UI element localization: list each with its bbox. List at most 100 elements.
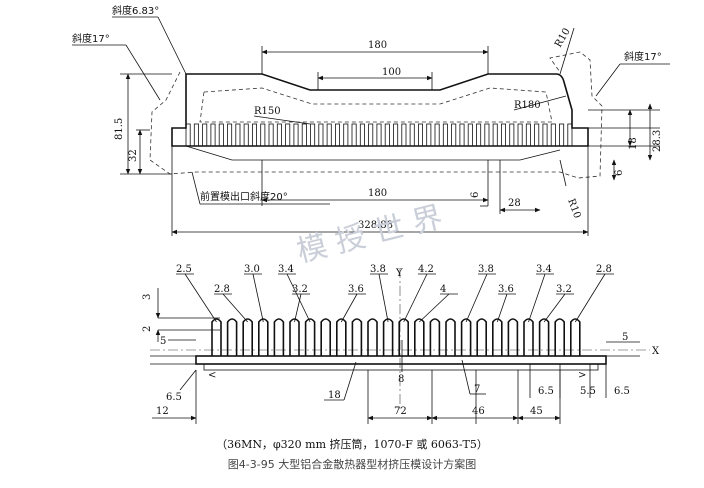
fin-leader: [286, 273, 311, 323]
upper-fin: [285, 123, 291, 147]
upper-fin: [559, 123, 565, 147]
lower-fin: [492, 318, 503, 356]
dim-lower-6-5-left: 6.5: [166, 392, 182, 403]
side-mark-right: >: [578, 370, 586, 381]
upper-view: 180 100 斜度6.83° 斜度17° 斜度17° R10 R150 R18…: [72, 4, 670, 236]
fin-thickness-label: 3.8: [370, 264, 386, 275]
dim-left-81-5: 81.5: [114, 118, 125, 140]
upper-fin: [235, 123, 241, 147]
lower-fin: [414, 318, 425, 356]
dim-lower-6-5-mid: 6.5: [538, 386, 554, 397]
upper-fin: [368, 123, 374, 147]
upper-fin: [426, 123, 432, 147]
lower-chamfer: [185, 145, 561, 161]
watermark: 模 授 世 界: [293, 200, 446, 270]
fin-leader: [378, 273, 389, 323]
fin-thickness-label: 3.6: [348, 284, 364, 295]
fin-thickness-label: 3.2: [292, 284, 308, 295]
upper-fin: [326, 123, 332, 147]
dim-lower-18: 18: [328, 390, 341, 401]
upper-fin: [218, 123, 224, 147]
die-opening-outline: [149, 51, 603, 179]
upper-fin: [310, 123, 316, 147]
dim-top-180: 180: [368, 40, 387, 51]
fin-thickness-label: 2.8: [214, 284, 230, 295]
upper-fin: [276, 123, 282, 147]
fin-thickness-label: 2.5: [176, 264, 192, 275]
lower-fin: [258, 318, 269, 356]
fin-leader: [340, 293, 358, 323]
upper-fin: [409, 123, 415, 147]
upper-fin: [268, 123, 274, 147]
lower-fins: [211, 318, 581, 356]
dim-lower-5-right: 5: [622, 332, 628, 343]
dim-lower-7: 7: [474, 384, 480, 395]
dim-right-18: 18: [628, 137, 639, 150]
upper-fin: [202, 123, 208, 147]
upper-fin: [417, 123, 423, 147]
dim-right-28-3: 28.3: [652, 130, 663, 152]
figure-caption: 图4-3-95 大型铝合金散热器型材挤压模设计方案图: [227, 458, 477, 471]
lower-fin: [507, 318, 519, 356]
upper-fin: [542, 123, 548, 147]
dim-left-32: 32: [128, 149, 139, 162]
upper-fin: [476, 123, 482, 147]
upper-fin: [301, 123, 307, 147]
lower-fin: [336, 318, 347, 356]
lower-fin: [320, 318, 331, 356]
dim-r10-top: R10: [553, 26, 573, 49]
upper-fin: [550, 123, 556, 147]
axis-label-y: Y: [395, 268, 403, 279]
fin-thickness-label: 3.6: [498, 284, 514, 295]
dim-lower-2: 2: [142, 326, 153, 332]
lower-fin: [429, 318, 441, 356]
fin-leader: [465, 273, 488, 323]
upper-fin: [376, 123, 382, 147]
dim-gap-6: 6: [470, 192, 481, 198]
fin-leader: [294, 293, 302, 323]
dim-r150: R150: [254, 106, 281, 117]
lower-base-plate: [195, 355, 607, 365]
upper-fin: [210, 123, 216, 147]
fin-leader: [574, 273, 606, 323]
upper-fin: [459, 123, 465, 147]
fin-leader: [184, 273, 217, 323]
upper-fin: [260, 123, 266, 147]
lower-fin: [445, 318, 456, 356]
lower-fin: [367, 318, 378, 356]
lower-fin: [242, 318, 253, 356]
fin-thickness-label: 3.4: [278, 264, 294, 275]
dim-overall-328-88: 328.88: [358, 220, 393, 231]
lower-fin: [382, 318, 394, 356]
dim-lower-72: 72: [394, 406, 407, 417]
upper-fin: [251, 123, 257, 147]
upper-fin: [393, 123, 399, 147]
upper-fin: [227, 123, 233, 147]
lower-base-bottom: [203, 363, 599, 371]
upper-fin: [500, 123, 506, 147]
upper-fin: [534, 123, 540, 147]
upper-fin: [567, 123, 573, 147]
lower-fin: [538, 318, 550, 356]
fin-thickness-label: 2.8: [596, 264, 612, 275]
label-slope-17-left: 斜度17°: [72, 32, 110, 45]
lower-fin: [476, 318, 487, 356]
lower-fin: [289, 318, 300, 356]
upper-fin: [442, 123, 448, 147]
upper-fin: [243, 123, 249, 147]
upper-fin: [525, 123, 531, 147]
inner-cavity: [199, 87, 553, 123]
upper-fin: [484, 123, 490, 147]
dim-right-6: 6: [614, 170, 625, 176]
fin-thickness-label: 3.0: [244, 264, 260, 275]
fin-leader: [403, 273, 428, 323]
dim-lower-12: 12: [156, 406, 169, 417]
upper-fin: [351, 123, 357, 147]
fin-thickness-label: 3.8: [478, 264, 494, 275]
lower-fin: [554, 318, 565, 356]
upper-fin: [492, 123, 498, 147]
fin-thickness-label: 3.4: [536, 264, 552, 275]
